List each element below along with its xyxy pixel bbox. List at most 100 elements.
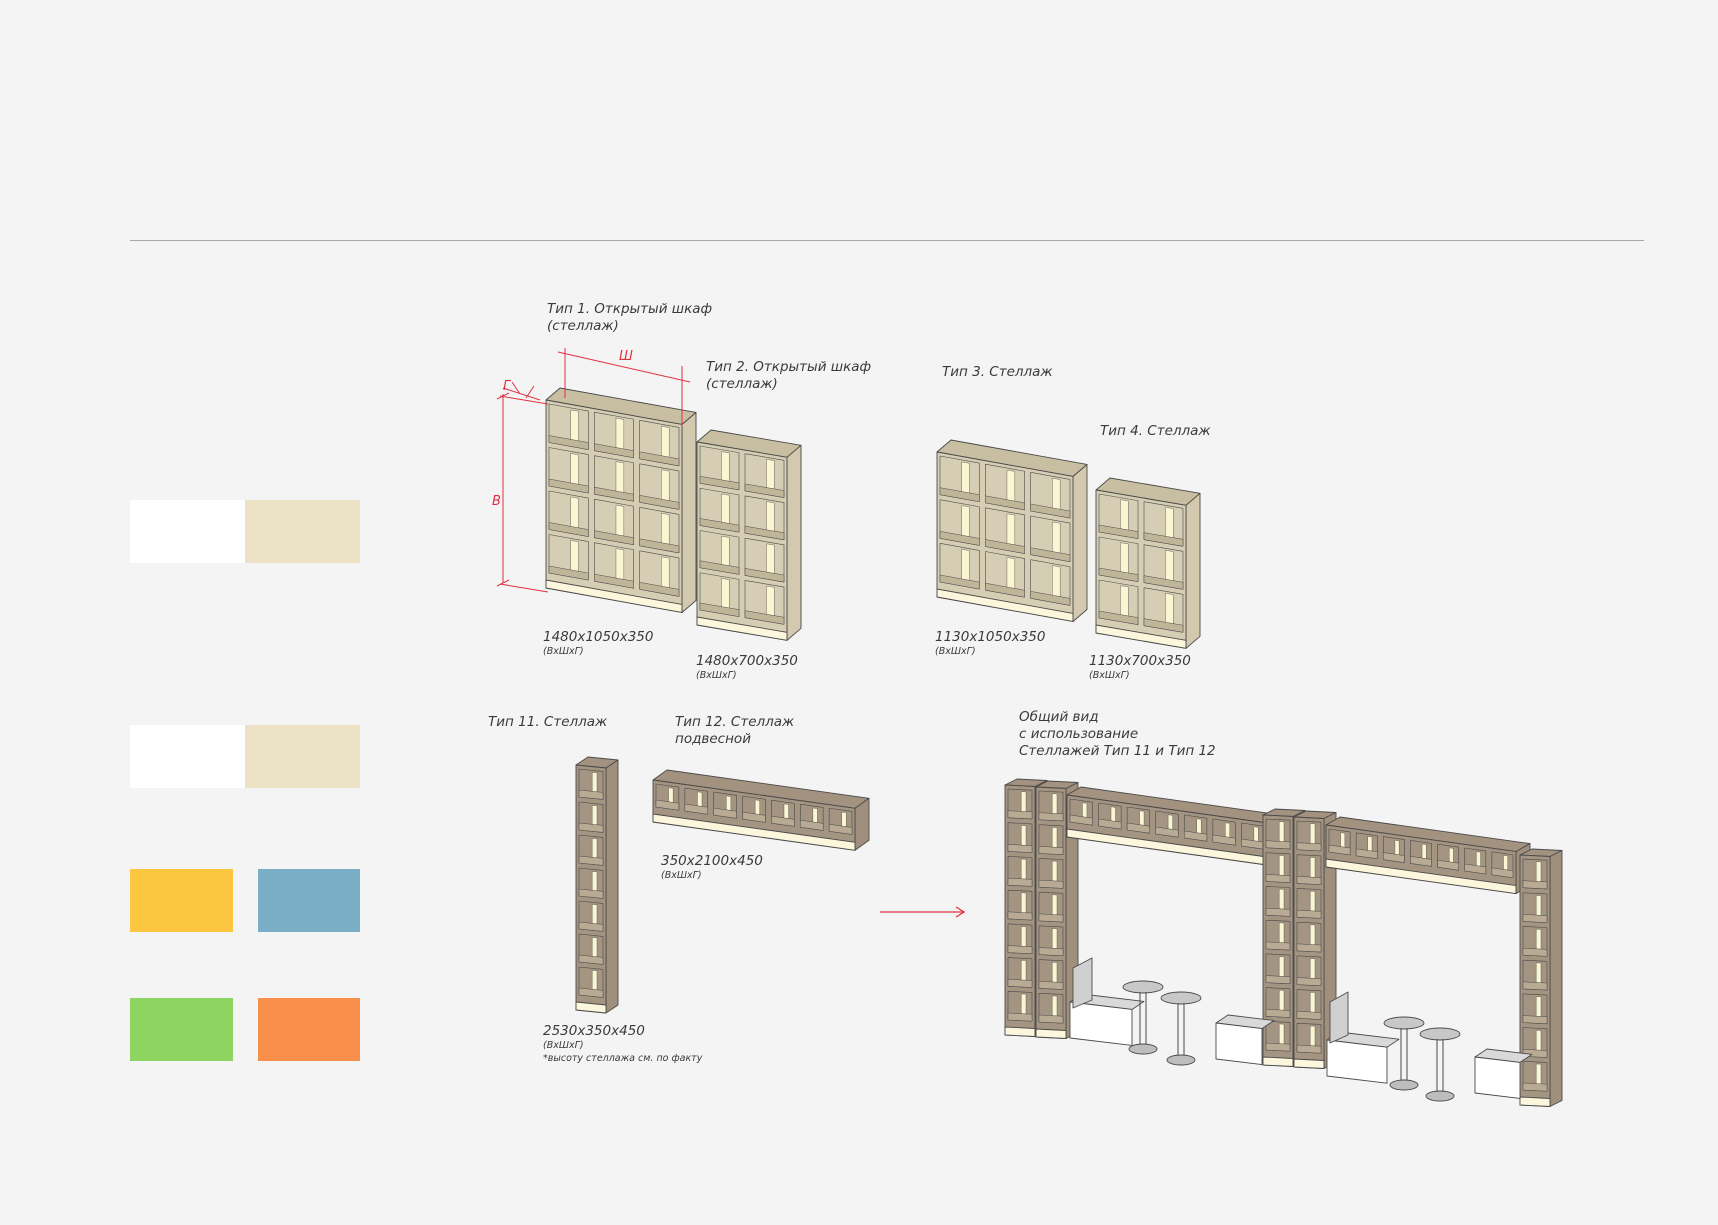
- type1-cabinet-shelf: [548, 565, 589, 581]
- type3-cabinet-cell-light: [1052, 565, 1061, 598]
- type4-cabinet-side: [1185, 492, 1201, 649]
- type2-size-note: (ВхШхГ): [696, 670, 737, 681]
- type2-cabinet-shelf: [744, 483, 785, 498]
- type1-cabinet-cell-light: [570, 496, 579, 530]
- type11-cabinet-cell-light: [592, 937, 598, 958]
- overview-left-col-a-cell-light: [1021, 993, 1027, 1016]
- overview-right-col-shelf: [1522, 947, 1548, 957]
- overview-top-span-a-shelf: [1212, 834, 1236, 846]
- overview-mid-col-b-shelf: [1296, 909, 1322, 919]
- overview-top-span-b-shelf: [1491, 867, 1514, 879]
- overview-right-col-cell-light: [1535, 996, 1542, 1018]
- overview-left-col-a-shelf: [1007, 1012, 1033, 1022]
- overview-left-col-b-cell-light: [1051, 793, 1058, 815]
- type11-cabinet-cell-light: [592, 970, 598, 991]
- type1-cabinet-shelf: [548, 435, 589, 450]
- overview-top-span-b-cell-light: [1503, 855, 1508, 872]
- type1-size: 1480x1050x350: [543, 629, 654, 645]
- type4-cabinet-cell-light: [1165, 593, 1174, 625]
- overview-left-col-a-cell-light: [1021, 858, 1027, 881]
- type2-size: 1480x700x350: [696, 653, 798, 669]
- overview-top-span-b-shelf: [1328, 844, 1351, 856]
- overview-mid-col-a-cell-light: [1278, 1023, 1285, 1046]
- type1-cabinet-shelf: [594, 443, 634, 458]
- depth-mark: Г: [503, 379, 512, 394]
- overview-left-col-a-shelf: [1007, 877, 1033, 887]
- type4-cabinet-shelf: [1098, 610, 1139, 625]
- overview-left-col-b-cell-light: [1051, 962, 1058, 984]
- overview-right-col-shelf: [1522, 981, 1548, 991]
- type12-size-note: (ВхШхГ): [661, 870, 702, 881]
- overview-table-2-top: [1160, 991, 1202, 1005]
- type1-size-note: (ВхШхГ): [543, 646, 584, 657]
- type2-cabinet-shelf: [744, 610, 785, 625]
- type11-cabinet-cell-light: [592, 805, 598, 826]
- overview-top-span-a-cell-light: [1253, 826, 1259, 843]
- type2-cabinet-cell-light: [721, 493, 730, 525]
- type12-cabinet-shelf: [713, 807, 737, 819]
- overview-left-col-a-cell-light: [1021, 926, 1027, 948]
- overview-top-span-a-cell-light: [1139, 810, 1145, 827]
- type4-cabinet-cell-light: [1165, 507, 1174, 539]
- type3-cabinet-cell-light: [961, 505, 970, 538]
- swatch-white-2: [130, 725, 245, 788]
- type1-cabinet-shelf: [594, 530, 634, 545]
- type4-cabinet-shelf: [1143, 618, 1184, 633]
- type1-cabinet-cell-light: [615, 417, 625, 451]
- overview-left-col-b-shelf: [1038, 913, 1064, 923]
- header-divider: [130, 240, 1644, 241]
- overview-mid-col-a-cell-light: [1278, 990, 1285, 1012]
- arrow-right-icon: [880, 906, 966, 918]
- overview-left-col-b-shelf: [1038, 1014, 1064, 1024]
- overview-table-3-top: [1383, 1016, 1425, 1030]
- type4-cabinet-cell-light: [1165, 550, 1174, 582]
- overview-table-1-top: [1122, 980, 1164, 994]
- overview-bench-3-front: [1326, 1039, 1388, 1084]
- overview-top-span-b-shelf: [1383, 852, 1405, 863]
- overview-mid-col-a-plinth: [1262, 1056, 1294, 1067]
- overview-top-span-a-shelf: [1126, 822, 1150, 834]
- type12-cabinet-cell-light: [697, 791, 703, 808]
- overview-bench-2-front: [1215, 1022, 1263, 1065]
- type4-cabinet-cell-light: [1120, 499, 1129, 532]
- overview-top-span-b-shelf: [1410, 856, 1432, 867]
- overview-left-col-a-cell-light: [1021, 825, 1027, 847]
- overview-left-col-b-shelf: [1038, 879, 1064, 889]
- overview-top-span-a-cell-light: [1110, 806, 1116, 823]
- type1-cabinet-cell-light: [570, 409, 579, 443]
- overview-top-span-b-cell-light: [1367, 836, 1373, 853]
- type12-cabinet-shelf: [684, 803, 708, 815]
- overview-right-col-shelf: [1522, 1015, 1548, 1025]
- height-mark: В: [492, 494, 501, 509]
- type3-cabinet-cell-light: [1006, 513, 1016, 547]
- overview-left-col-a-shelf: [1007, 844, 1033, 853]
- type4-size: 1130x700x350: [1089, 653, 1191, 669]
- swatch-blue: [258, 869, 360, 932]
- type2-cabinet-cell-light: [766, 459, 775, 491]
- overview-table-1-base: [1128, 1043, 1158, 1055]
- overview-mid-col-b-cell-light: [1309, 924, 1316, 946]
- type3-cabinet-shelf: [985, 495, 1025, 511]
- overview-left-col-b-cell-light: [1051, 928, 1058, 950]
- type11-title: Тип 11. Стеллаж: [488, 714, 608, 730]
- swatch-orange: [258, 998, 360, 1061]
- overview-mid-col-b-shelf: [1296, 842, 1322, 852]
- overview-left-col-b-cell-light: [1051, 860, 1058, 883]
- type3-size: 1130x1050x350: [935, 629, 1046, 645]
- type12-cabinet-shelf: [800, 819, 824, 831]
- overview-right-col-shelf: [1522, 1082, 1548, 1092]
- overview-mid-col-a-shelf: [1265, 1009, 1291, 1018]
- type11-size: 2530x350x450: [543, 1023, 645, 1039]
- type4-cabinet-cell-light: [1120, 542, 1129, 575]
- type1-cabinet-cell-light: [661, 513, 670, 546]
- type3-cabinet-side: [1072, 464, 1088, 622]
- overview-top-span-b-cell-light: [1476, 851, 1481, 868]
- type3-cabinet-cell-light: [961, 549, 970, 582]
- type12-cabinet-cell-light: [754, 799, 760, 816]
- type12-cabinet-cell-light: [783, 803, 789, 820]
- type3-cabinet-shelf: [1030, 591, 1071, 606]
- type11-cabinet-shelf: [578, 822, 604, 833]
